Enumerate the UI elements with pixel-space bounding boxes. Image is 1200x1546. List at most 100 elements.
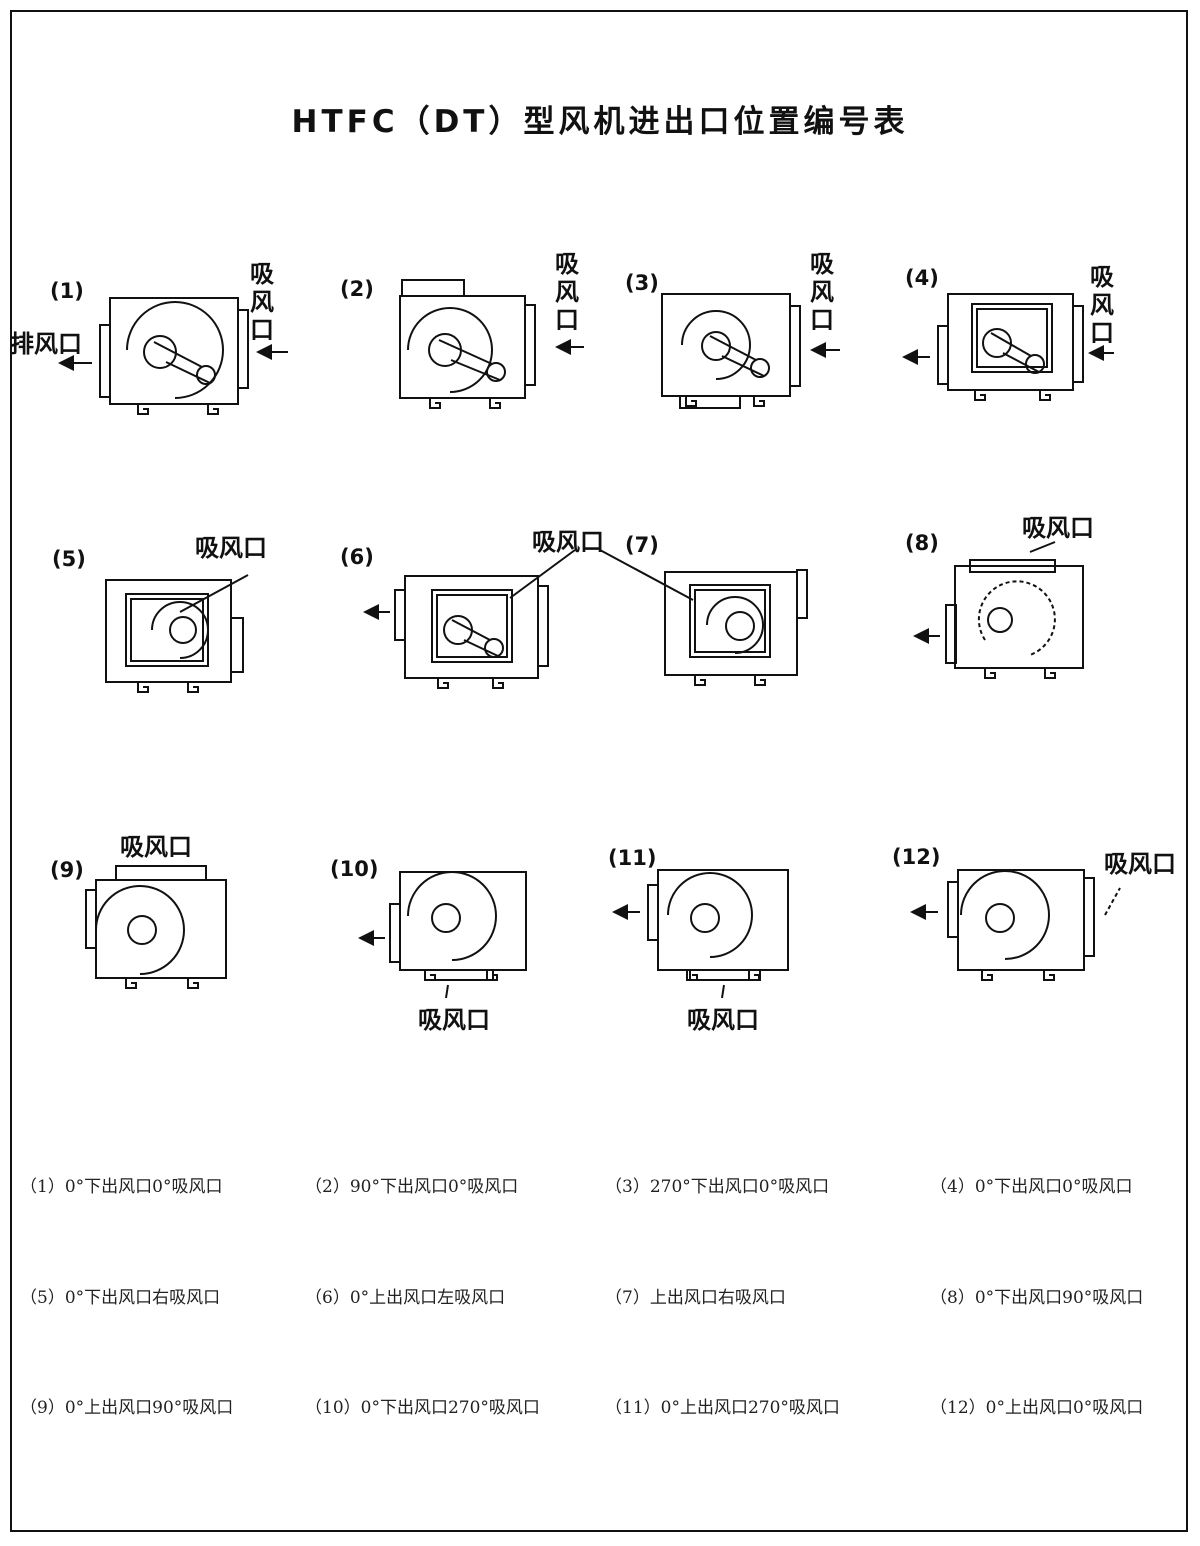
intake-label-char: 口 (250, 316, 274, 344)
mount-foot (429, 398, 441, 409)
outlet-flange (796, 569, 808, 619)
mount-foot (492, 678, 504, 689)
figure-number-7: (7) (625, 533, 659, 557)
impeller-hub (987, 607, 1013, 633)
inlet-flange (237, 309, 249, 389)
outlet-flange (389, 903, 401, 963)
mount-foot (694, 675, 706, 686)
impeller-hub (443, 615, 473, 645)
outlet-flange (945, 604, 957, 664)
page-border (10, 10, 1188, 1532)
figure-number-3: (3) (625, 271, 659, 295)
fan-position-diagram: (1)(2)(3)(4)(5)(6)(7)(8)(9)(10)(11)(12)排… (10, 250, 1176, 1034)
intake-label-char: 风 (1090, 291, 1114, 319)
outlet-flange (947, 881, 959, 938)
leader-line (1029, 541, 1056, 553)
scroll-housing (681, 310, 751, 380)
intake-label-char: 口 (555, 306, 579, 334)
impeller-hub (725, 611, 755, 641)
fan-casing (399, 295, 526, 399)
fan-casing (954, 565, 1084, 669)
drive-belt (165, 361, 211, 384)
inspection-window (431, 589, 513, 663)
caption-12: （12）0°上出风口0°吸风口 (930, 1398, 1144, 1418)
drive-belt (438, 339, 493, 365)
mount-foot (489, 398, 501, 409)
intake-label-char: 风 (810, 278, 834, 306)
drive-belt (721, 355, 765, 377)
scroll-housing (407, 871, 497, 961)
impeller-hub (985, 903, 1015, 933)
intake-label: 吸风口 (195, 534, 267, 562)
caption-5: （5）0°下出风口右吸风口 (20, 1288, 221, 1308)
caption-1: （1）0°下出风口0°吸风口 (20, 1177, 223, 1197)
scroll-housing (667, 872, 753, 958)
mount-foot (686, 970, 698, 981)
scroll-housing (960, 870, 1050, 960)
drive-belt (153, 341, 203, 368)
mount-foot (1039, 390, 1051, 401)
impeller-hub (690, 903, 720, 933)
mount-foot (1044, 668, 1056, 679)
leader-line (721, 984, 725, 999)
intake-label: 吸风口 (687, 1006, 759, 1034)
mount-foot (753, 396, 765, 407)
intake-label-char: 口 (1090, 319, 1114, 347)
figure-number-11: (11) (608, 846, 656, 870)
scroll-housing (126, 301, 224, 399)
intake-label: 吸风口 (1104, 850, 1176, 878)
impeller-hub (143, 335, 177, 369)
drive-belt (1002, 352, 1040, 373)
intake-label-char: 风 (250, 288, 274, 316)
figure-number-6: (6) (340, 545, 374, 569)
page-title: HTFC（DT）型风机进出口位置编号表 (291, 104, 909, 140)
exhaust-label: 排风口 (10, 330, 82, 358)
outlet-flange (937, 325, 949, 385)
leader-line (599, 549, 694, 601)
scroll-housing (977, 580, 1056, 656)
figure-number-10: (10) (330, 857, 378, 881)
intake-label-char: 风 (555, 278, 579, 306)
intake-label-char: 吸 (810, 250, 834, 278)
mount-foot (187, 682, 199, 693)
figure-number-1: (1) (50, 279, 84, 303)
mount-foot (486, 970, 498, 981)
impeller-hub (169, 616, 197, 644)
inspection-window (689, 584, 771, 658)
outlet-flange (679, 395, 741, 409)
inlet-flange (115, 865, 207, 881)
mount-foot (125, 978, 137, 989)
intake-label-char: 口 (810, 306, 834, 334)
fan-casing (664, 571, 798, 676)
figure-number-2: (2) (340, 277, 374, 301)
motor-pulley (750, 358, 770, 378)
leader-line (509, 549, 576, 599)
inspection-window-inner (130, 598, 204, 662)
mount-foot (974, 390, 986, 401)
mount-foot (1043, 970, 1055, 981)
outlet-flange (401, 279, 465, 297)
drive-belt (709, 335, 757, 361)
intake-label: 吸风口 (532, 528, 604, 556)
figure-number-12: (12) (892, 845, 940, 869)
figure-number-9: (9) (50, 858, 84, 882)
intake-label: 吸风口 (120, 833, 192, 861)
inlet-flange (537, 585, 549, 667)
inlet-flange (1072, 305, 1084, 383)
figure-number-4: (4) (905, 266, 939, 290)
inlet-flange (1083, 877, 1095, 957)
caption-11: （11）0°上出风口270°吸风口 (605, 1398, 840, 1418)
impeller-hub (701, 331, 731, 361)
mount-foot (137, 682, 149, 693)
outlet-flange (85, 889, 97, 949)
motor-pulley (486, 362, 506, 382)
leader-line (445, 984, 449, 999)
mount-foot (424, 970, 436, 981)
caption-3: （3）270°下出风口0°吸风口 (605, 1177, 830, 1197)
drive-belt (450, 359, 501, 381)
mount-foot (981, 970, 993, 981)
outlet-flange (99, 324, 111, 398)
inspection-window-inner (436, 594, 508, 658)
leader-line (179, 574, 249, 613)
impeller-hub (127, 915, 157, 945)
